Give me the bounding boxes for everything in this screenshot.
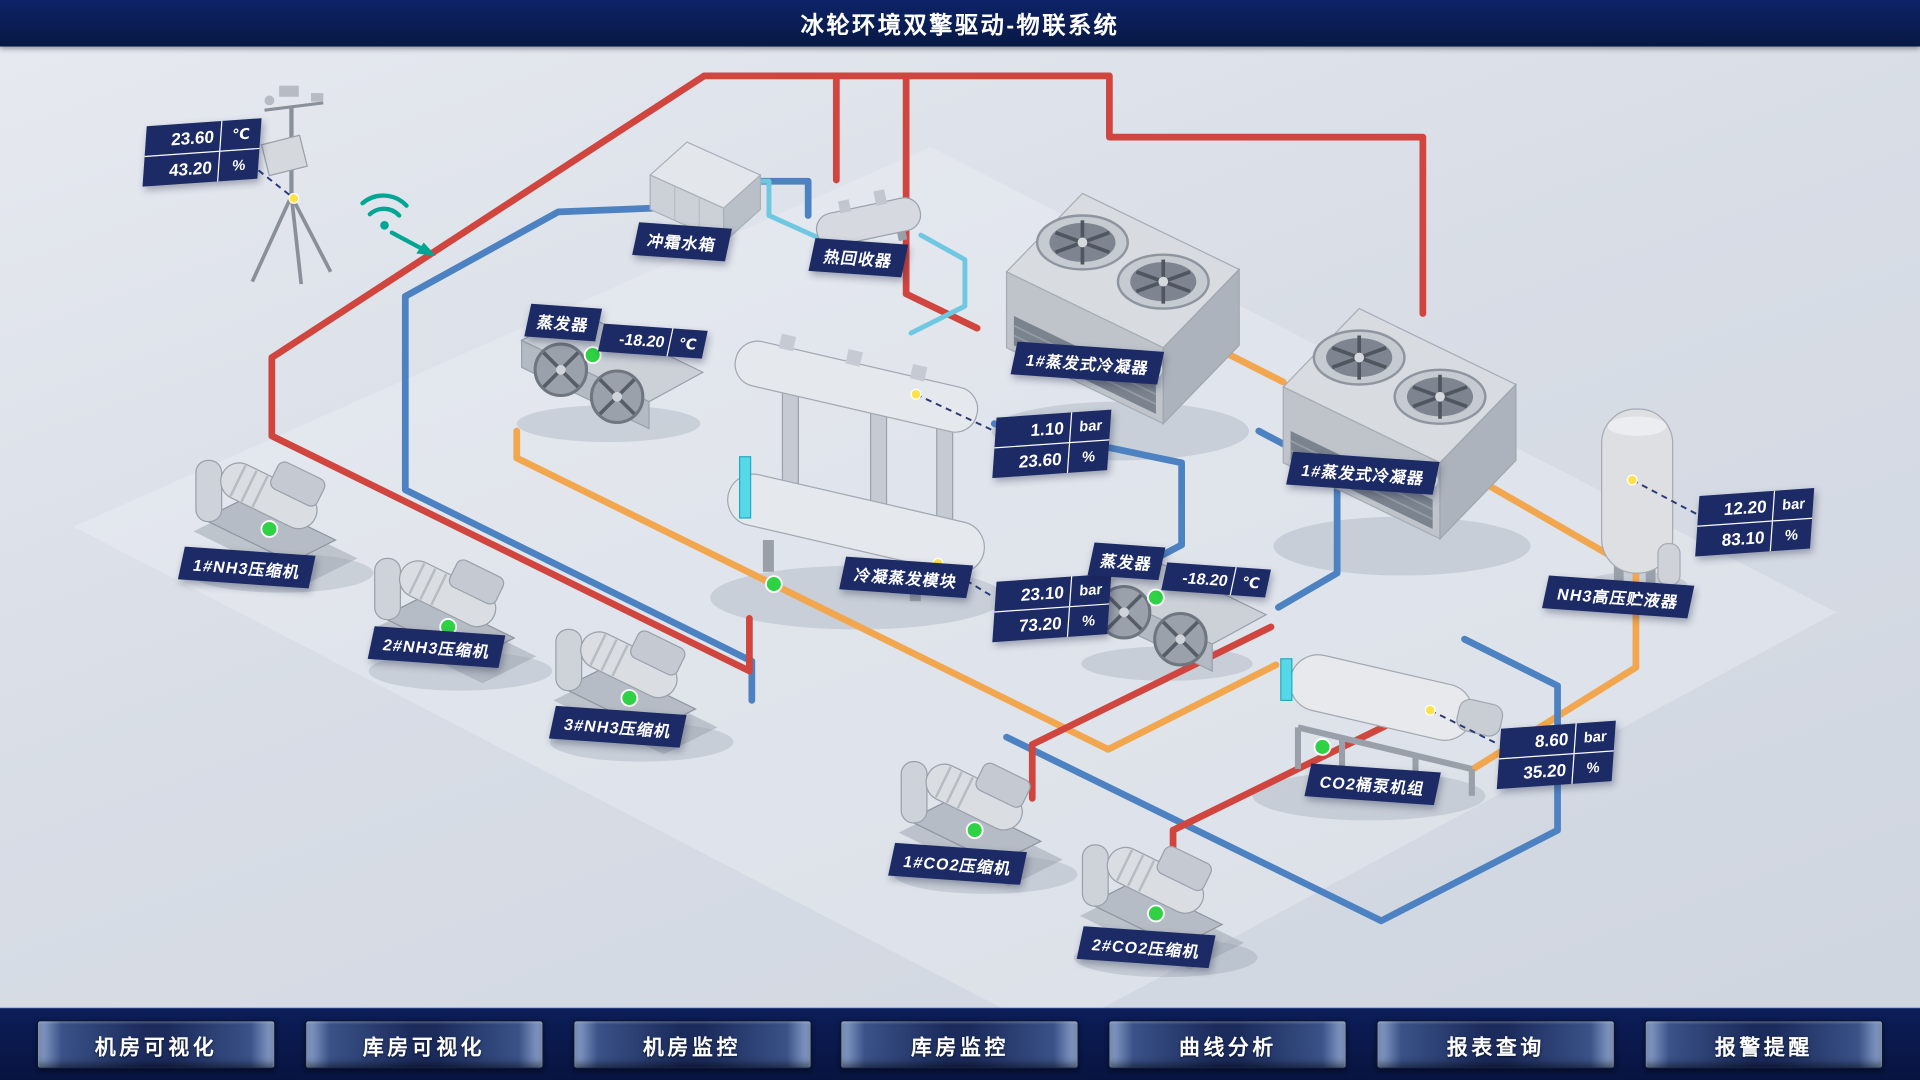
nav-alarm-reminder[interactable]: 报警提醒 xyxy=(1644,1020,1884,1069)
pipe-red-top-loop xyxy=(268,72,1427,440)
bottom-nav: 机房可视化 库房可视化 机房监控 库房监控 曲线分析 报表查询 报警提醒 xyxy=(0,1007,1920,1080)
evaporator-a-temp-value: -18.20 xyxy=(617,329,667,352)
co2-pump-callout: 8.60 bar 35.20 % xyxy=(1496,720,1616,790)
page-title: 冰轮环境双擎驱动-物联系统 xyxy=(800,12,1120,39)
pipe-red-co2-1 xyxy=(1028,623,1275,802)
app-header: 冰轮环境双擎驱动-物联系统 xyxy=(0,0,1920,47)
co2-pump-level-value: 35.20 xyxy=(1522,759,1567,783)
nav-curve-analysis[interactable]: 曲线分析 xyxy=(1108,1020,1348,1069)
co2-pump-level-unit: % xyxy=(1571,751,1614,784)
receiver-pressure-value: 12.20 xyxy=(1723,496,1768,519)
ambient-temp-unit: ℃ xyxy=(219,118,262,151)
nav-machine-room-monitor[interactable]: 机房监控 xyxy=(572,1020,812,1069)
ambient-humidity-value: 43.20 xyxy=(168,157,213,180)
evaporator-a-temp-unit: ℃ xyxy=(666,328,708,359)
pipe-orange-floor xyxy=(513,427,1280,753)
module-top-pressure-unit: bar xyxy=(1068,409,1112,443)
pipe-cyan-recovery xyxy=(908,232,968,336)
defrost-water-tank-model xyxy=(649,141,762,244)
wifi-signal-icon xyxy=(360,193,436,256)
pipe-red-compressor-header xyxy=(268,432,753,675)
receiver-level-value: 83.10 xyxy=(1721,527,1766,550)
ambient-humidity-unit: % xyxy=(217,149,260,182)
module-bottom-level-unit: % xyxy=(1066,604,1110,637)
module-top-pressure-value: 1.10 xyxy=(1029,417,1065,440)
receiver-pressure-unit: bar xyxy=(1771,488,1815,521)
co2-pump-unit-model xyxy=(1280,654,1504,796)
co2-pump-pressure-value: 8.60 xyxy=(1534,728,1570,751)
co2-pump-anchor-dot xyxy=(1424,704,1436,716)
module-bottom-pressure-value: 23.10 xyxy=(1020,581,1065,605)
module-top-level-unit: % xyxy=(1066,440,1110,473)
heat-recovery-label: 热回收器 xyxy=(808,238,909,278)
module-bottom-level-value: 73.20 xyxy=(1018,612,1063,636)
module-top-anchor-dot xyxy=(910,388,922,400)
nh3-receiver-model xyxy=(1601,408,1681,586)
module-top-callout: 1.10 bar 23.60 % xyxy=(992,409,1112,479)
co2-pump-pressure-unit: bar xyxy=(1573,720,1616,754)
nav-warehouse-visualization[interactable]: 库房可视化 xyxy=(304,1020,544,1069)
evaporator-b-temp-unit: ℃ xyxy=(1229,567,1272,598)
nav-report-query[interactable]: 报表查询 xyxy=(1376,1020,1616,1069)
pipe-cyan-tank xyxy=(756,178,821,241)
weather-anchor-dot xyxy=(288,192,300,204)
nav-warehouse-monitor[interactable]: 库房监控 xyxy=(840,1020,1080,1069)
receiver-level-unit: % xyxy=(1769,518,1813,552)
ambient-temp-value: 23.60 xyxy=(170,126,215,150)
receiver-anchor-dot xyxy=(1626,474,1638,486)
module-top-level-value: 23.60 xyxy=(1018,448,1063,472)
evaporator-a-name: 蒸发器 xyxy=(524,303,603,342)
weather-callout: 23.60 ℃ 43.20 % xyxy=(142,118,262,187)
weather-station-model xyxy=(250,85,333,285)
pipe-red-module xyxy=(902,72,981,332)
pipe-orange-to-receiver xyxy=(1484,481,1610,557)
pipe-blue-floor-loop xyxy=(1003,635,1561,925)
pipe-blue-tank xyxy=(755,177,812,219)
evaporator-b-name: 蒸发器 xyxy=(1087,542,1166,581)
evaporator-b-temp-value: -18.20 xyxy=(1180,568,1230,590)
nh3-receiver-callout: 12.20 bar 83.10 % xyxy=(1695,488,1815,557)
nav-machine-room-visualization[interactable]: 机房可视化 xyxy=(36,1020,276,1069)
defrost-tank-label: 冲霜水箱 xyxy=(632,222,732,262)
